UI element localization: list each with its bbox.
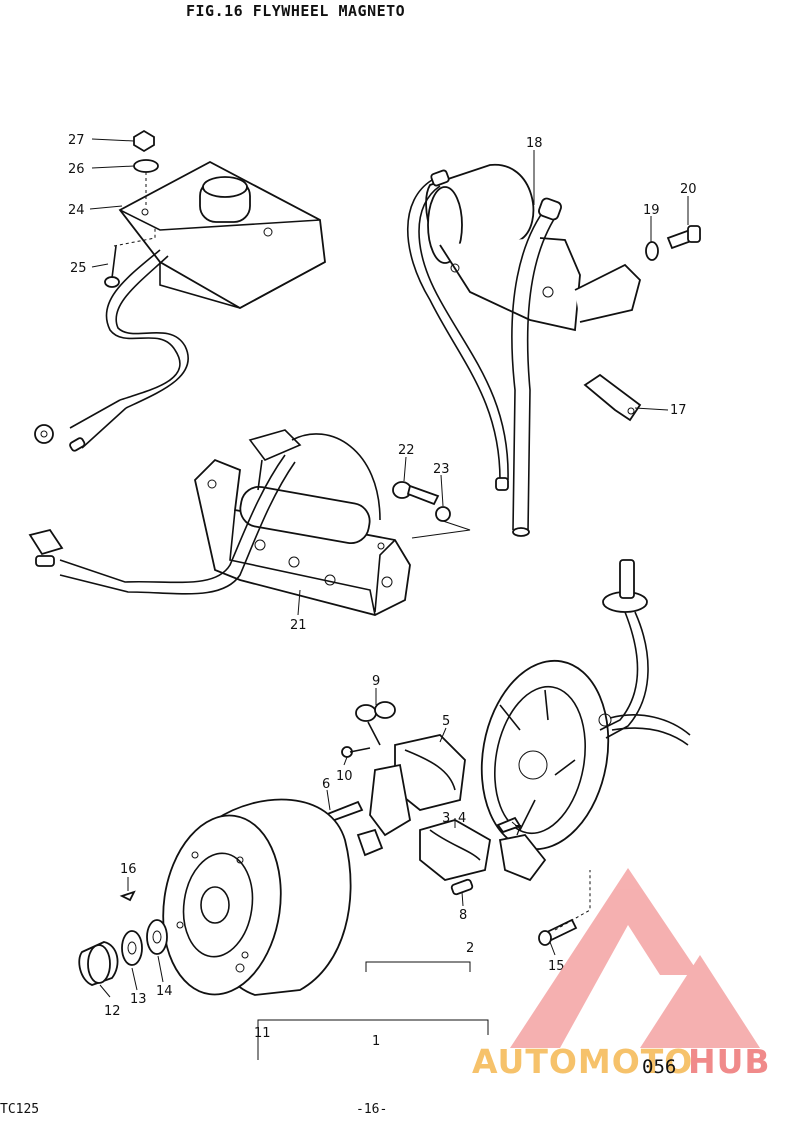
callout-5: 5: [442, 714, 450, 729]
diagram-code: 056: [642, 1056, 677, 1078]
callout-leaders: [89, 138, 689, 998]
callout-7: 7: [514, 824, 522, 839]
callout-13: 13: [130, 992, 147, 1007]
stator-base-plate: [480, 559, 691, 851]
callout-26: 26: [68, 162, 85, 177]
source-coil-assembly: [28, 429, 471, 616]
callout-18: 18: [526, 136, 543, 151]
callout-17: 17: [670, 403, 687, 418]
callout-21: 21: [290, 618, 307, 633]
callout-24: 24: [68, 203, 85, 218]
callout-14: 14: [156, 984, 173, 999]
callout-6: 6: [322, 777, 330, 792]
watermark-logo: [510, 868, 760, 1048]
nut-and-washers: [78, 919, 168, 986]
figure-title: FIG.16 FLYWHEEL MAGNETO: [186, 2, 406, 20]
callout-labels: 27 26 24 25 18 19 20 17 22 23 21 9 5 10 …: [68, 133, 697, 1049]
callout-23: 23: [433, 462, 450, 477]
callout-9: 9: [372, 674, 380, 689]
callout-12: 12: [104, 1004, 121, 1019]
callout-4: 4: [458, 811, 466, 826]
small-fasteners: [119, 746, 591, 946]
callout-20: 20: [680, 182, 697, 197]
callout-19: 19: [643, 203, 660, 218]
callout-2: 2: [466, 941, 474, 956]
page-number: -16-: [356, 1102, 388, 1117]
callout-10: 10: [336, 769, 353, 784]
assembly-1-bracket: [257, 1019, 489, 1060]
flywheel-rotor: [162, 798, 352, 996]
callout-25: 25: [70, 261, 87, 276]
regulator-unit: [34, 129, 326, 452]
callout-16: 16: [120, 862, 137, 877]
callout-22: 22: [398, 443, 415, 458]
stator-coils: [355, 701, 547, 882]
assembly-2-bracket: [365, 961, 471, 972]
callout-1: 1: [372, 1034, 380, 1049]
model-code: TC125: [0, 1102, 40, 1117]
ignition-coil: [407, 164, 701, 537]
watermark-brand-right: HUB: [688, 1042, 771, 1081]
callout-27: 27: [68, 133, 85, 148]
callout-15: 15: [548, 959, 565, 974]
callout-11: 11: [254, 1026, 271, 1041]
callout-3: 3: [442, 811, 450, 826]
callout-8: 8: [459, 908, 467, 923]
watermark-brand-left: AUTOMOTO: [472, 1042, 693, 1081]
